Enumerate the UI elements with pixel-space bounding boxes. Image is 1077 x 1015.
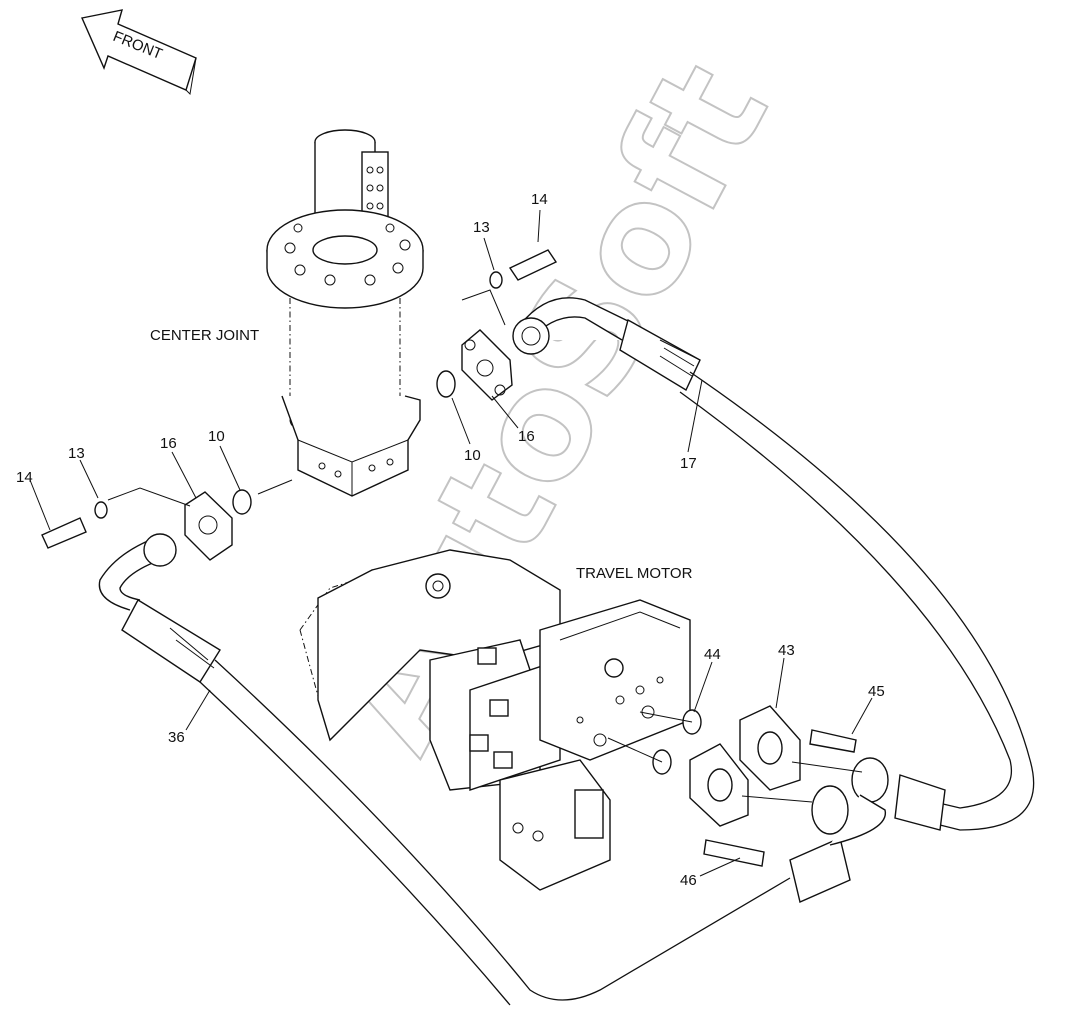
part-number-16-left: 16 [160, 435, 177, 452]
fitting-group-motor [607, 705, 863, 867]
travel-motor: TRAVEL MOTOR [299, 549, 693, 891]
part-number-13-top: 13 [473, 219, 490, 236]
part-number-44: 44 [704, 646, 721, 663]
part-number-17: 17 [680, 455, 697, 472]
front-arrow-icon [81, 9, 197, 91]
part-number-14-top: 14 [531, 191, 548, 208]
fitting-group-left [41, 479, 293, 561]
part-number-46: 46 [680, 872, 697, 889]
part-number-16-right: 16 [518, 428, 535, 445]
part-number-10-left: 10 [208, 428, 225, 445]
part-number-13-left: 13 [68, 445, 85, 462]
part-number-45: 45 [868, 683, 885, 700]
travel-motor-label: TRAVEL MOTOR [576, 565, 693, 582]
part-number-43: 43 [778, 642, 795, 659]
center-joint: CENTER JOINT [150, 129, 424, 497]
fitting-group-right [436, 249, 558, 401]
hose-36 [98, 533, 887, 1006]
part-number-14-left: 14 [16, 469, 33, 486]
front-arrow: FRONT [81, 9, 197, 96]
part-number-36: 36 [168, 729, 185, 746]
leader-lines [29, 209, 873, 877]
hose-17 [512, 297, 1035, 831]
center-joint-label: CENTER JOINT [150, 327, 259, 344]
part-numbers: 14 13 16 10 17 14 13 16 10 36 44 43 45 4… [16, 191, 885, 889]
part-number-10-right: 10 [464, 447, 481, 464]
